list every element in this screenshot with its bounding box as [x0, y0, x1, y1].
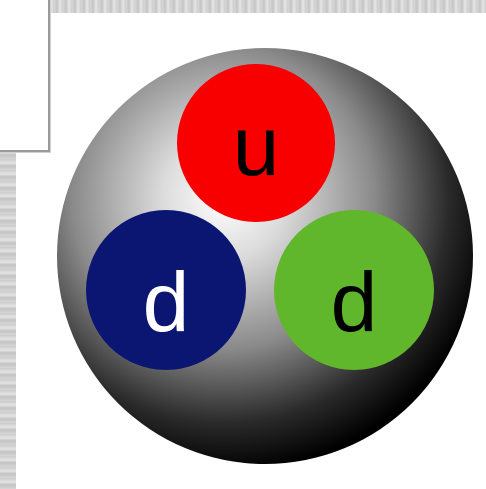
quark-d-blue-label: d: [143, 255, 190, 349]
quark-d-green-label: d: [331, 255, 378, 349]
quark-u-label: u: [233, 99, 280, 193]
